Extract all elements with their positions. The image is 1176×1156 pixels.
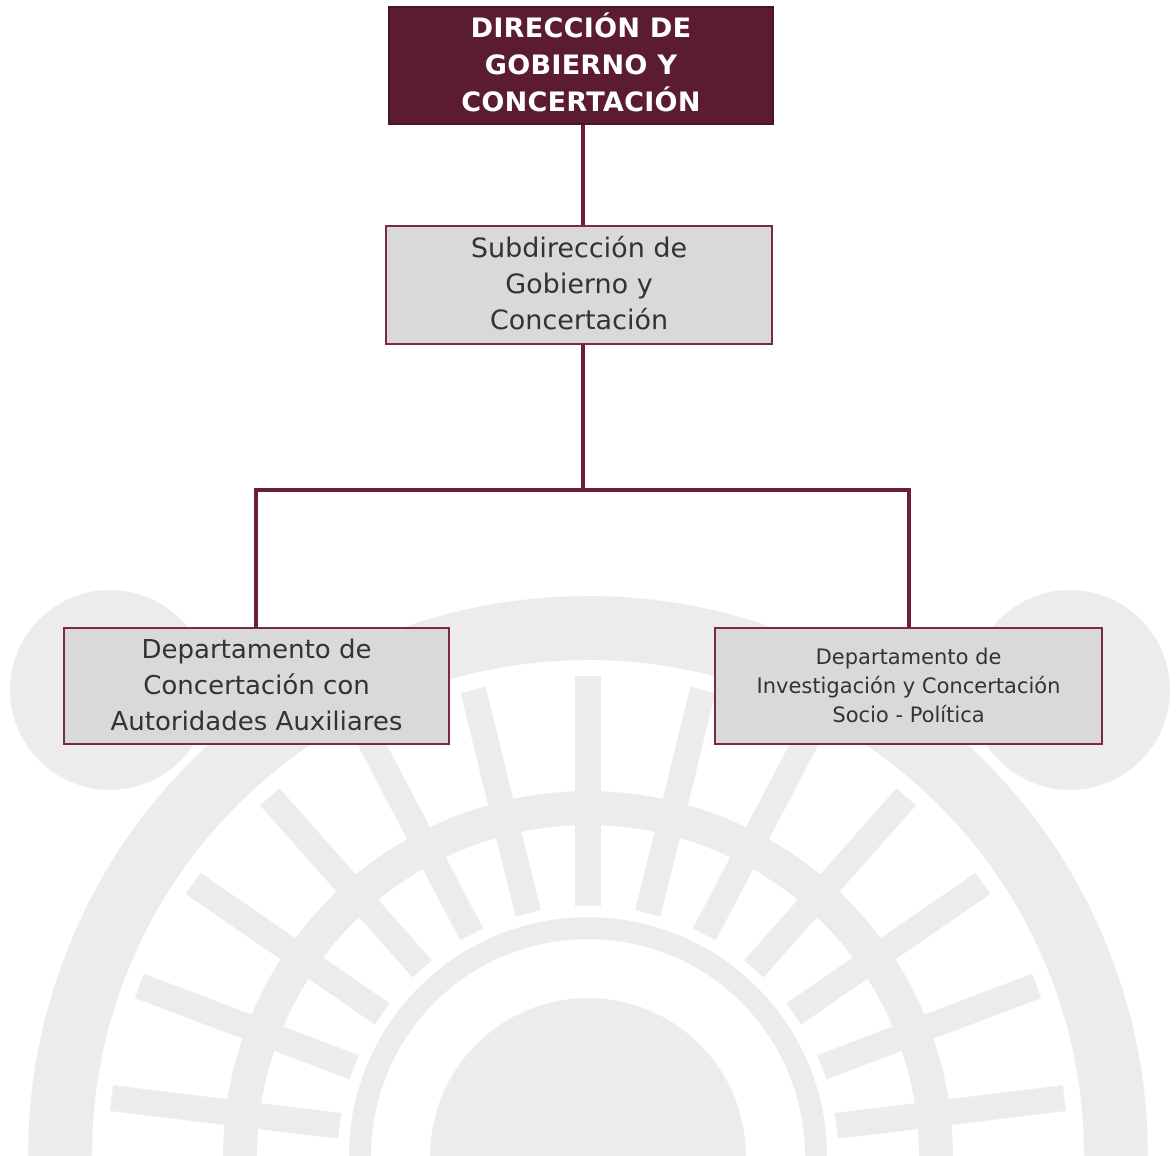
watermark-center-disc — [430, 998, 746, 1156]
watermark-ray — [259, 788, 432, 978]
watermark-ray — [635, 686, 716, 917]
node-investigacion-label: Departamento de Investigación y Concerta… — [756, 644, 1061, 727]
node-direccion-label: DIRECCIÓN DE GOBIERNO Y CONCERTACIÓN — [461, 13, 701, 118]
node-subdireccion-gobierno: Subdirección de Gobierno y Concertación — [385, 225, 773, 345]
node-departamento-autoridades: Departamento de Concertación con Autorid… — [63, 627, 450, 745]
watermark-rays — [109, 676, 1067, 1139]
node-autoridades-label: Departamento de Concertación con Autorid… — [110, 635, 403, 737]
watermark-ray — [692, 724, 823, 941]
watermark-ray — [134, 973, 359, 1080]
watermark-ray — [744, 788, 917, 978]
watermark-ray — [786, 872, 991, 1025]
watermark-ray — [109, 1085, 342, 1139]
watermark-ray — [353, 724, 484, 941]
node-direccion-gobierno: DIRECCIÓN DE GOBIERNO Y CONCERTACIÓN — [388, 6, 774, 125]
watermark-ray — [817, 973, 1042, 1080]
watermark-ray — [834, 1085, 1067, 1139]
watermark-ray — [185, 872, 390, 1025]
watermark-ray — [460, 686, 541, 917]
watermark-outer-ring — [28, 596, 1148, 1156]
node-departamento-investigacion: Departamento de Investigación y Concerta… — [714, 627, 1103, 745]
watermark-inner-ring — [349, 917, 827, 1156]
node-subdireccion-label: Subdirección de Gobierno y Concertación — [470, 233, 688, 336]
